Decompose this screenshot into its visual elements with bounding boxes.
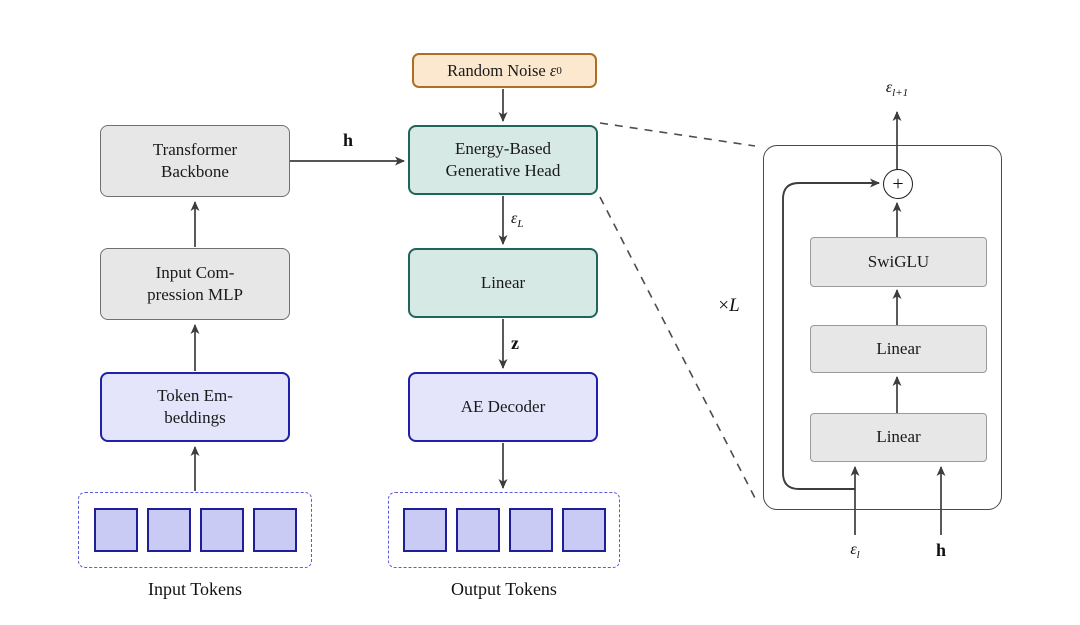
token-square bbox=[93, 508, 138, 552]
ae-decoder-box: AE Decoder bbox=[408, 372, 598, 442]
epsilon-in-label: εl bbox=[850, 541, 860, 562]
zoom-connector-top bbox=[599, 122, 756, 147]
token-square bbox=[199, 508, 244, 552]
detail-linear-mid-box: Linear bbox=[810, 325, 987, 373]
detail-linear-mid-label: Linear bbox=[876, 338, 921, 358]
linear-label: Linear bbox=[480, 272, 526, 292]
ae-decoder-label: AE Decoder bbox=[460, 396, 546, 416]
detail-linear-in-box: Linear bbox=[810, 413, 987, 462]
swiglu-label: SwiGLU bbox=[867, 251, 930, 271]
token-square bbox=[455, 508, 500, 552]
epsilon-L-edge-label: εL bbox=[511, 210, 524, 231]
epsilon-symbol: ε bbox=[549, 60, 557, 80]
token-square bbox=[402, 508, 447, 552]
output-tokens-container bbox=[388, 492, 620, 568]
swiglu-box: SwiGLU bbox=[810, 237, 987, 287]
detail-linear-in-label: Linear bbox=[876, 427, 921, 447]
loop-count-label: ×L bbox=[718, 295, 740, 316]
output-tokens-label: Output Tokens bbox=[451, 579, 557, 599]
token-embeddings-box: Token Em- beddings bbox=[100, 372, 290, 442]
epsilon-out-label: εl+1 bbox=[885, 79, 909, 100]
linear-box: Linear bbox=[408, 248, 598, 318]
generative-head-line1: Energy-Based bbox=[455, 138, 551, 158]
transformer-backbone-line2: Backbone bbox=[161, 162, 229, 181]
plus-circle-icon: + bbox=[883, 169, 913, 199]
token-square bbox=[252, 508, 297, 552]
input-tokens-container bbox=[78, 492, 312, 568]
embeddings-line2: beddings bbox=[164, 408, 226, 427]
token-square bbox=[146, 508, 191, 552]
input-compression-mlp-box: Input Com- pression MLP bbox=[100, 248, 290, 320]
head-layer-container bbox=[763, 145, 1002, 510]
mlp-line2: pression MLP bbox=[147, 285, 243, 304]
zoom-connector-bottom bbox=[599, 196, 757, 501]
embeddings-line1: Token Em- bbox=[157, 385, 233, 405]
transformer-backbone-box: Transformer Backbone bbox=[100, 125, 290, 197]
skip-connection bbox=[782, 178, 880, 490]
input-tokens-label: Input Tokens bbox=[148, 579, 242, 599]
h-in-label: h bbox=[935, 540, 946, 560]
mlp-line1: Input Com- bbox=[155, 262, 235, 282]
h-edge-label: h bbox=[342, 130, 353, 150]
random-noise-text: Random Noise bbox=[447, 60, 546, 80]
token-square bbox=[561, 508, 606, 552]
z-edge-label: z bbox=[511, 333, 519, 353]
transformer-backbone-line1: Transformer bbox=[152, 139, 238, 159]
generative-head-box: Energy-Based Generative Head bbox=[408, 125, 598, 195]
generative-head-line2: Generative Head bbox=[445, 161, 561, 180]
token-square bbox=[508, 508, 553, 552]
